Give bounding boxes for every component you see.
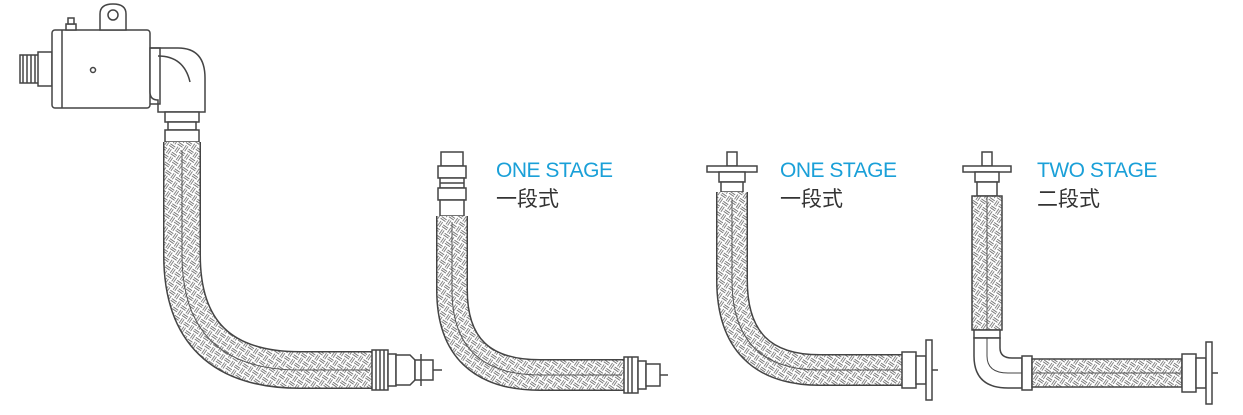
label-one-stage-b: ONE STAGE 一段式 [780, 159, 897, 211]
elbow [149, 47, 206, 113]
label-two-stage-en: TWO STAGE [1037, 159, 1157, 182]
label-two-stage: TWO STAGE 二段式 [1037, 160, 1157, 210]
label-one-stage-a: ONE STAGE 一段式 [496, 159, 613, 211]
threaded-inlet [19, 51, 53, 87]
label-one-stage-a-en: ONE STAGE [496, 159, 613, 182]
hose-4-top-flange [962, 151, 1012, 197]
label-one-stage-b-en: ONE STAGE [780, 159, 897, 182]
label-two-stage-zh: 二段式 [1037, 187, 1100, 211]
joint-body [51, 29, 151, 109]
hose-2-end-fitting [623, 356, 668, 394]
hose-4-end-flange [1181, 341, 1218, 405]
hose-3-top-flange [706, 151, 758, 193]
hose-3-end-flange [901, 339, 938, 401]
label-one-stage-b-zh: 一段式 [780, 187, 843, 211]
rotary-joint-assembly [19, 3, 206, 143]
hose-1-end-fitting [371, 349, 442, 391]
label-one-stage-a-zh: 一段式 [496, 187, 559, 211]
hose-4-elbow [973, 337, 1023, 389]
hose-2-top-fitting [437, 151, 467, 217]
